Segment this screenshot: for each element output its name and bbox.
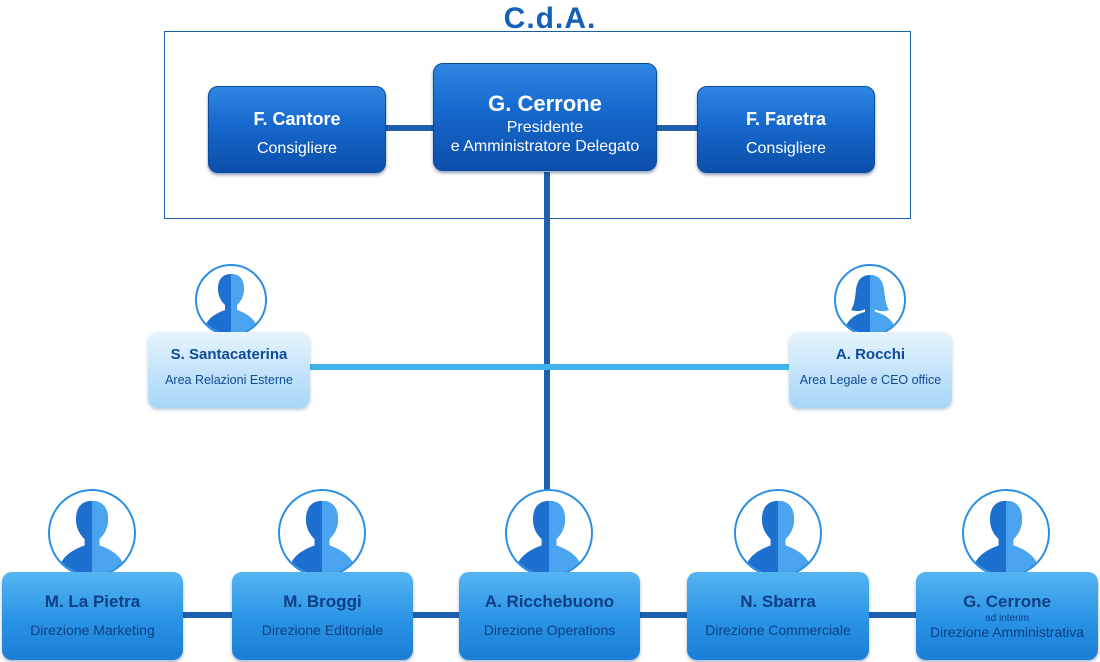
staff-santacaterina: S. Santacaterina Area Relazioni Esterne [148,332,310,408]
board-member-faretra: F. Faretra Consigliere [697,86,875,173]
director-note: ad interim [985,613,1029,624]
director-name: A. Ricchebuono [484,592,615,611]
director-sbarra: N. Sbarra Direzione Commerciale [687,572,869,660]
member-name: G. Cerrone [488,91,602,116]
chart-title: C.d.A. [503,2,597,35]
male-person-icon [962,489,1050,577]
director-role: Direzione Editoriale [261,622,384,638]
director-name: M. Broggi [283,592,362,611]
staff-role: Area Relazioni Esterne [165,373,293,387]
director-role: Direzione Operations [483,622,616,638]
board-frame [164,31,911,219]
connector-board-left [386,125,434,131]
director-name: N. Sbarra [740,592,816,611]
staff-name: S. Santacaterina [170,346,288,363]
connector-board-right [656,125,698,131]
director-ricchebuono: A. Ricchebuono Direzione Operations [459,572,640,660]
member-name: F. Cantore [253,109,341,129]
female-person-icon [834,264,906,336]
director-role: Direzione Commerciale [705,622,851,638]
male-person-icon [278,489,366,577]
male-person-icon [195,264,267,336]
member-name: F. Faretra [745,109,827,129]
staff-role: Area Legale e CEO office [799,373,942,387]
member-role-line1: Presidente [506,119,584,136]
director-la-pietra: M. La Pietra Direzione Marketing [2,572,183,660]
staff-name: A. Rocchi [835,346,906,363]
board-member-cantore: F. Cantore Consigliere [208,86,386,173]
member-role-line2: e Amministratore Delegato [450,138,640,155]
staff-rocchi: A. Rocchi Area Legale e CEO office [789,332,952,408]
director-cerrone: G. Cerrone ad interim Direzione Amminist… [916,572,1098,660]
male-person-icon [505,489,593,577]
director-name: M. La Pietra [44,592,141,611]
board-member-cerrone: G. Cerrone Presidente e Amministratore D… [433,63,657,171]
director-role: Direzione Amministrativa [929,624,1085,640]
director-role: Direzione Marketing [30,622,155,638]
connector-staff [308,364,791,370]
connector-vertical-main [544,172,550,494]
member-role: Consigliere [745,140,827,157]
director-name: G. Cerrone [963,592,1051,611]
male-person-icon [48,489,136,577]
member-role: Consigliere [256,140,338,157]
director-broggi: M. Broggi Direzione Editoriale [232,572,413,660]
male-person-icon [734,489,822,577]
